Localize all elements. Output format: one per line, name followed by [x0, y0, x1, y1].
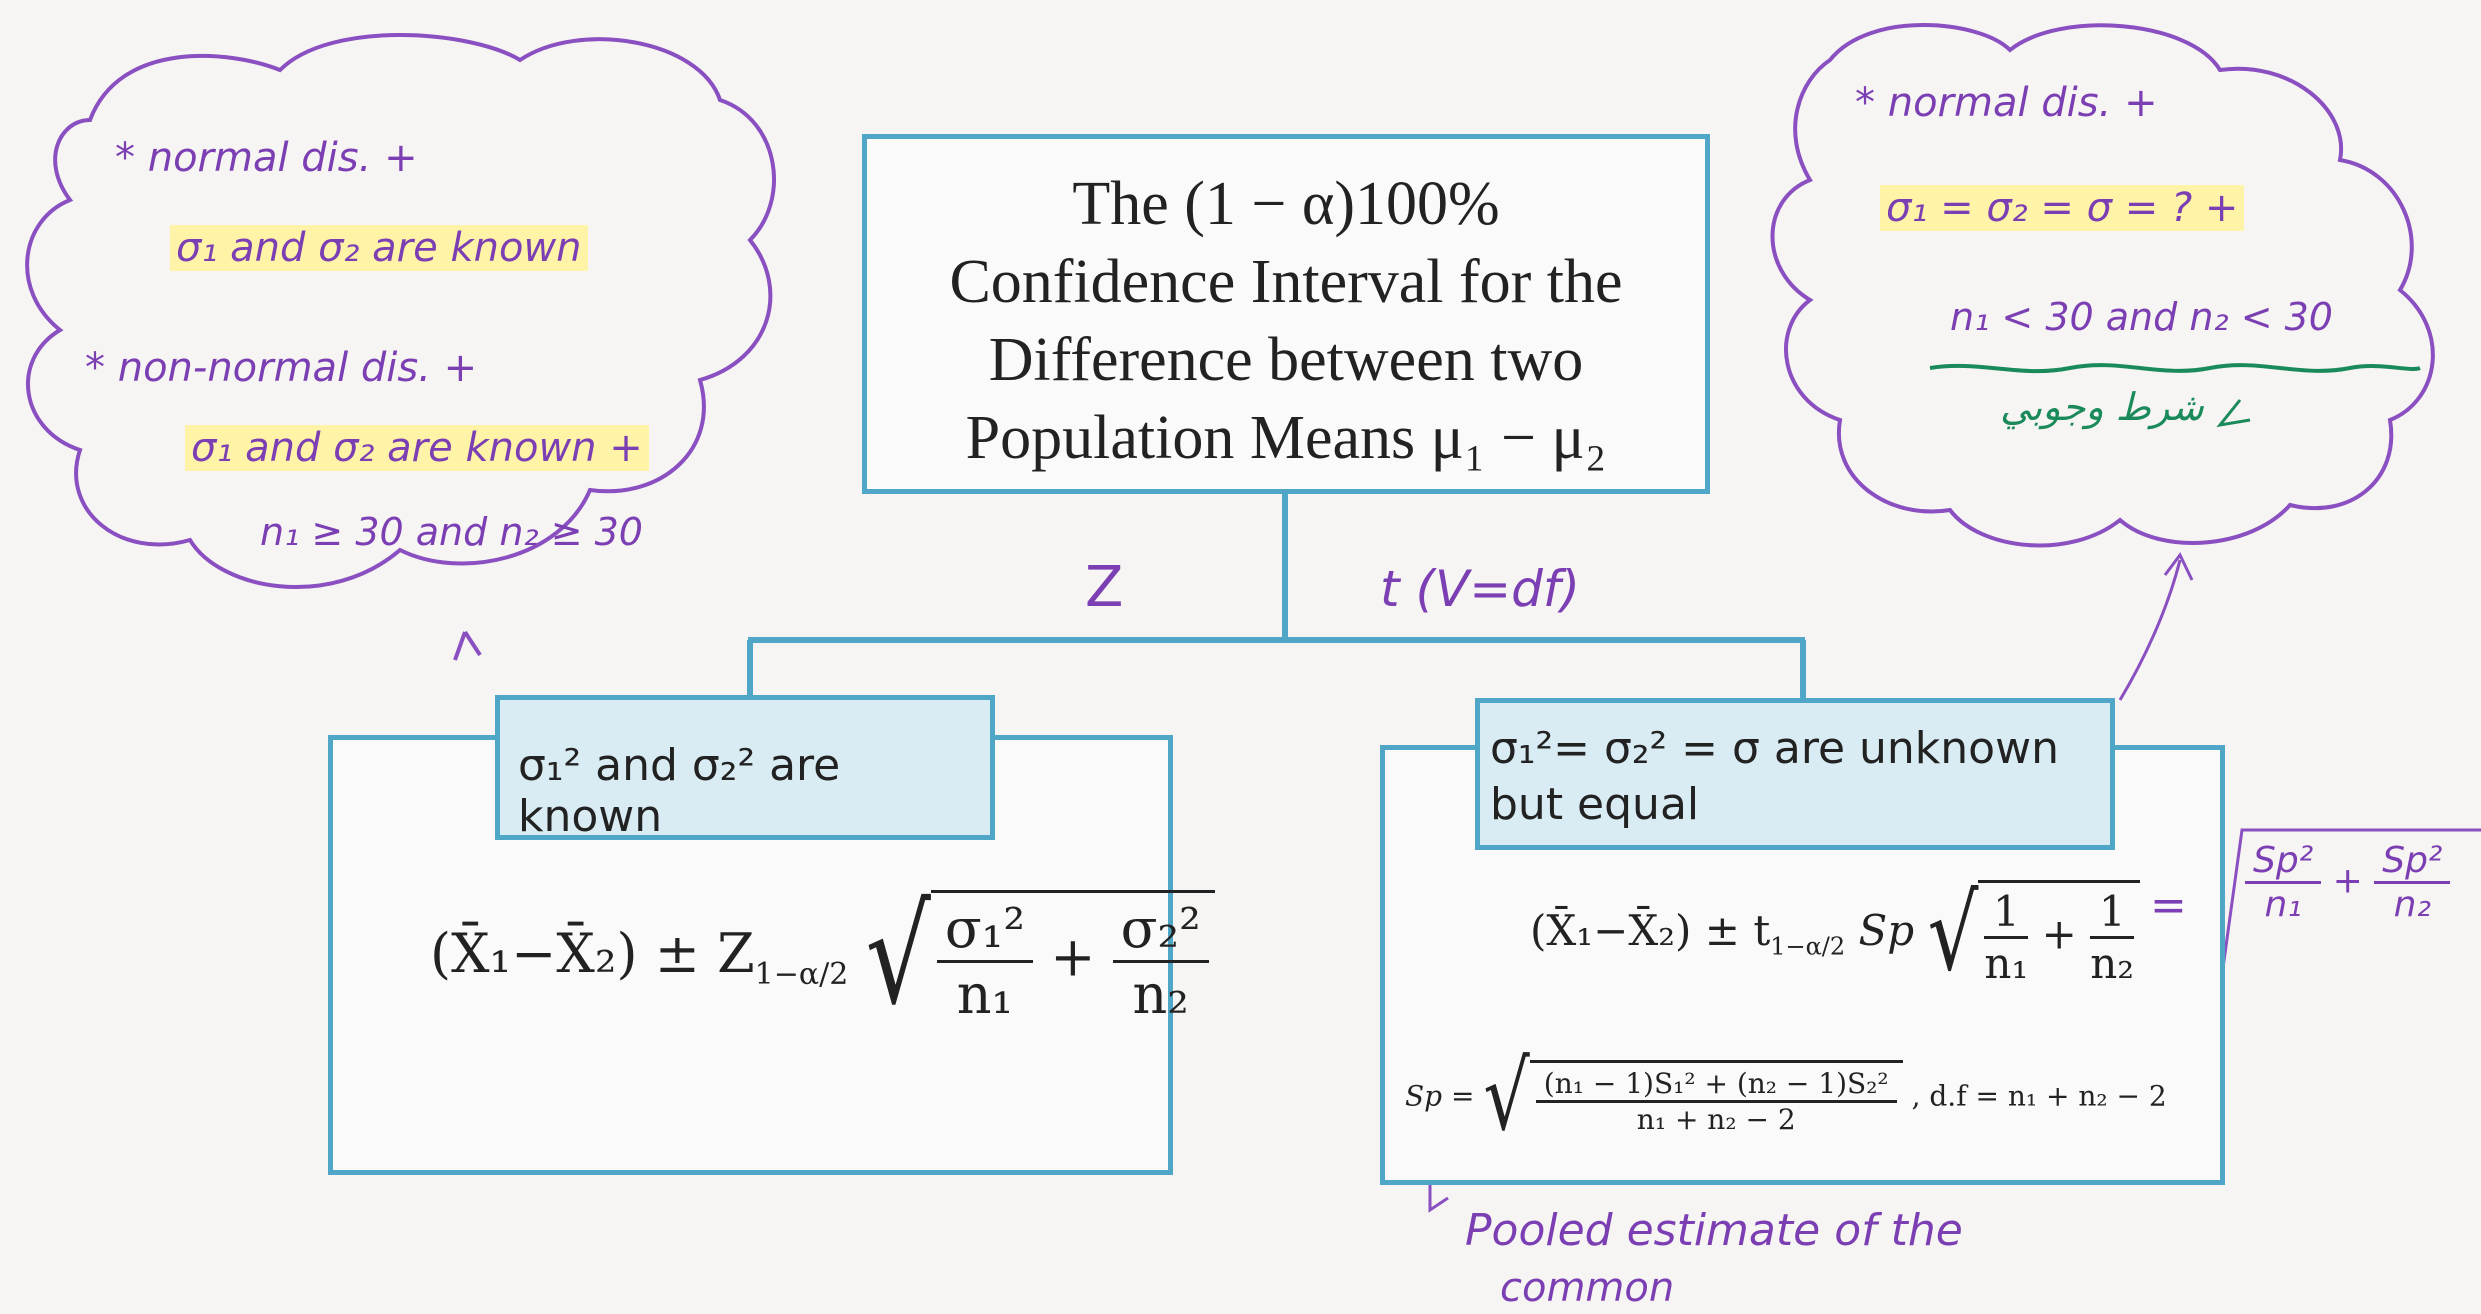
side-plus: +	[2332, 860, 2363, 902]
title-line-1: The (1 − α)100%	[1072, 170, 1500, 238]
bottom-note-2: common	[1500, 1265, 1675, 1311]
left-plus: +	[1050, 925, 1096, 989]
title-line-4: Population Means μ₁ − μ₂	[965, 404, 1607, 472]
side-note-eq: =	[2150, 880, 2187, 931]
right-note-3: n₁ < 30 and n₂ < 30	[1950, 295, 2333, 339]
right-cloud-arrow	[2163, 552, 2194, 581]
title-line-3: Difference between two	[988, 326, 1584, 394]
right-frac-2-num: 1	[2090, 887, 2135, 939]
left-sqrt-sign: √	[865, 879, 931, 1035]
left-cloud-arrow	[453, 630, 482, 661]
right-frac-1-den: n₁	[1984, 939, 2029, 988]
left-formula-sub: 1−α/2	[754, 956, 849, 992]
green-underline	[1929, 363, 2421, 374]
right-frac-2-den: n₂	[2090, 939, 2135, 988]
right-case-label-line2: but equal	[1490, 779, 1700, 830]
left-frac-1-num: σ₁²	[936, 897, 1034, 963]
pooled-lhs: Sp =	[1405, 1079, 1475, 1113]
right-formula-diff: (X̄₁−X̄₂) ± t	[1530, 906, 1771, 955]
left-case-label: σ₁² and σ₂² are known	[495, 695, 995, 842]
right-formula-sp: Sp	[1858, 906, 1915, 955]
right-note-2: σ₁ = σ₂ = σ = ? +	[1880, 185, 2245, 231]
left-formula-diff: (X̄₁−X̄₂) ± Z	[430, 922, 755, 985]
left-frac-1-den: n₁	[956, 963, 1014, 1026]
green-arrow	[2216, 399, 2251, 428]
left-case-label-text: σ₁² and σ₂² are known	[518, 740, 841, 842]
left-note-4: σ₁ and σ₂ are known +	[185, 425, 649, 471]
pooled-df: , d.f = n₁ + n₂ − 2	[1911, 1079, 2167, 1113]
left-note-5: n₁ ≥ 30 and n₂ ≥ 30	[260, 510, 643, 554]
right-notes-cloud	[1770, 23, 2435, 548]
branch-label-t: t (V=df)	[1380, 560, 1580, 618]
right-plus: +	[2041, 909, 2077, 959]
title-line-2: Confidence Interval for the	[949, 248, 1623, 316]
left-frac-2-den: n₂	[1132, 963, 1189, 1026]
pooled-num: (n₁ − 1)S₁² + (n₂ − 1)S₂²	[1535, 1067, 1897, 1103]
bottom-note-1: Pooled estimate of the	[1465, 1205, 1963, 1256]
right-note-1: * normal dis. +	[1855, 80, 2158, 126]
pooled-den: n₁ + n₂ − 2	[1636, 1103, 1796, 1136]
side-frac-2-den: n₂	[2393, 884, 2431, 925]
right-formula-sub: 1−α/2	[1770, 932, 1846, 961]
right-note-4: شرط وجوبي	[2000, 385, 2204, 429]
right-frac-1-num: 1	[1984, 887, 2029, 939]
pooled-sqrt-sign: √	[1483, 1041, 1530, 1153]
title-box: The (1 − α)100% Confidence Interval for …	[862, 134, 1710, 494]
left-note-1: * normal dis. +	[115, 135, 418, 181]
right-sqrt-sign: √	[1927, 873, 1979, 994]
side-frac-1-num: Sp²	[2245, 840, 2322, 884]
right-case-label: σ₁²= σ₂² = σ are unknown but equal	[1475, 698, 2115, 850]
right-cloud-link	[2118, 559, 2182, 701]
left-note-2: σ₁ and σ₂ are known	[170, 225, 588, 271]
side-frac-1-den: n₁	[2264, 884, 2302, 925]
left-notes-cloud	[25, 33, 776, 589]
side-frac-2-num: Sp²	[2374, 840, 2451, 884]
branch-label-z: Z	[1085, 555, 1124, 620]
left-frac-2-num: σ₂²	[1112, 897, 1209, 963]
right-case-label-line1: σ₁²= σ₂² = σ are unknown	[1490, 723, 2059, 774]
left-note-3: * non-normal dis. +	[85, 345, 478, 391]
